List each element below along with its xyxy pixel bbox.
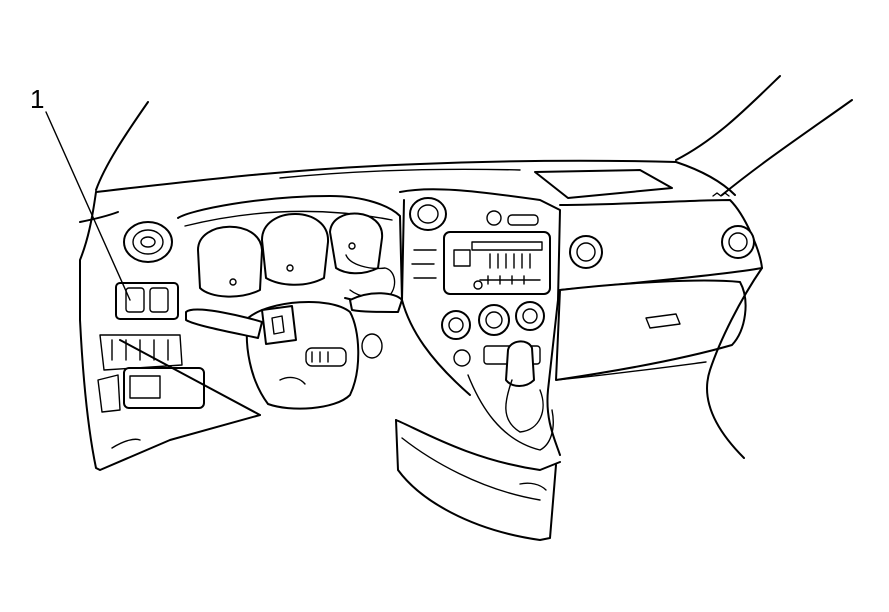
passenger-dash — [555, 199, 763, 459]
switch-panel — [115, 282, 179, 320]
speedometer-gauge — [261, 213, 330, 286]
defroster-vent — [534, 169, 673, 199]
center-vent-right — [569, 235, 603, 269]
glove-box — [555, 279, 747, 381]
center-stack — [399, 188, 561, 456]
left-air-vent — [123, 221, 173, 263]
passenger-vent — [721, 225, 755, 259]
left-dash-panel — [79, 191, 261, 471]
callout-label-1: 1 — [30, 84, 45, 114]
dashboard-top — [95, 159, 736, 199]
gear-shifter — [467, 340, 554, 451]
fuel-gauge — [329, 212, 384, 275]
glove-box-handle — [645, 313, 681, 329]
wiper-stalk — [349, 292, 403, 313]
tachometer-gauge — [197, 225, 263, 298]
hood-release-area — [123, 367, 205, 409]
ignition-switch — [261, 305, 297, 345]
instrument-cluster — [177, 195, 403, 304]
steering-column — [185, 292, 403, 410]
temperature-knob — [441, 310, 471, 340]
center-console — [395, 419, 561, 541]
center-vent-left — [409, 197, 447, 231]
shift-knob — [505, 340, 535, 387]
mode-knob — [515, 301, 545, 331]
windshield-pillars — [95, 75, 853, 196]
callout-leader-1 — [45, 111, 131, 301]
fan-speed-knob — [478, 304, 510, 336]
turn-signal-stalk — [185, 308, 263, 339]
